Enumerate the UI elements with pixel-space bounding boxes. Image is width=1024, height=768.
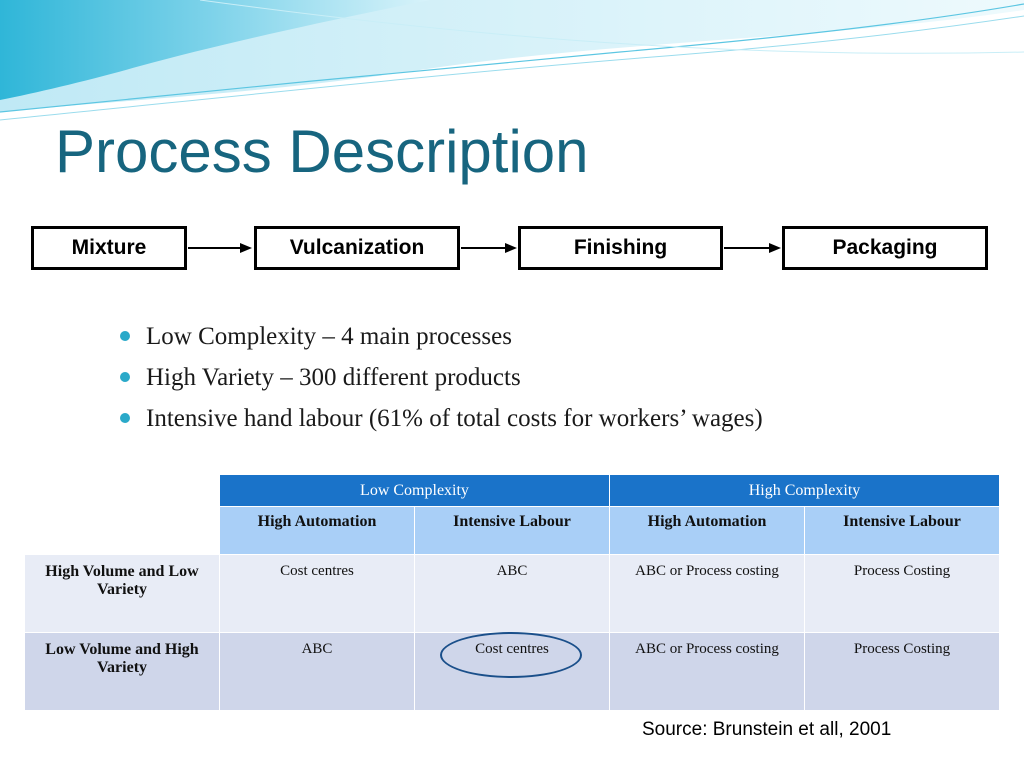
highlight-ellipse: [440, 632, 582, 678]
bullet-dot-icon: [120, 413, 130, 423]
group-header-low-complexity: Low Complexity: [219, 474, 610, 507]
flow-step-vulcanization: Vulcanization: [254, 226, 460, 270]
bullet-item: Low Complexity – 4 main processes: [118, 316, 763, 357]
sub-header-cell: Intensive Labour: [414, 506, 610, 555]
group-header-high-complexity: High Complexity: [609, 474, 1000, 507]
sub-header-cell: High Automation: [219, 506, 415, 555]
row-header: Low Volume and High Variety: [24, 632, 220, 711]
table-cell: ABC or Process costing: [609, 554, 805, 633]
sub-header-cell: High Automation: [609, 506, 805, 555]
table-cell: ABC: [414, 554, 610, 633]
table-row: High Volume and Low Variety Cost centres…: [24, 554, 1000, 633]
flow-step-packaging: Packaging: [782, 226, 988, 270]
bullet-dot-icon: [120, 372, 130, 382]
header-wave-decoration: [0, 0, 1024, 121]
sub-header-cell: Intensive Labour: [804, 506, 1000, 555]
flow-arrow-1: [188, 243, 252, 253]
slide-title: Process Description: [55, 118, 589, 185]
table-cell: Cost centres: [219, 554, 415, 633]
bullet-item: High Variety – 300 different products: [118, 357, 763, 398]
bullet-list: Low Complexity – 4 main processes High V…: [118, 316, 763, 439]
source-citation: Source: Brunstein et all, 2001: [642, 719, 892, 740]
table-cell: Process Costing: [804, 632, 1000, 711]
bullet-item: Intensive hand labour (61% of total cost…: [118, 398, 763, 439]
table-corner-cell: [24, 506, 220, 555]
table-cell: Process Costing: [804, 554, 1000, 633]
flow-step-finishing: Finishing: [518, 226, 723, 270]
flow-arrow-3: [724, 243, 781, 253]
row-header: High Volume and Low Variety: [24, 554, 220, 633]
table-cell: ABC or Process costing: [609, 632, 805, 711]
flow-arrow-2: [461, 243, 517, 253]
table-corner-cell: [24, 474, 220, 507]
bullet-dot-icon: [120, 331, 130, 341]
flow-step-mixture: Mixture: [31, 226, 187, 270]
table-cell: ABC: [219, 632, 415, 711]
